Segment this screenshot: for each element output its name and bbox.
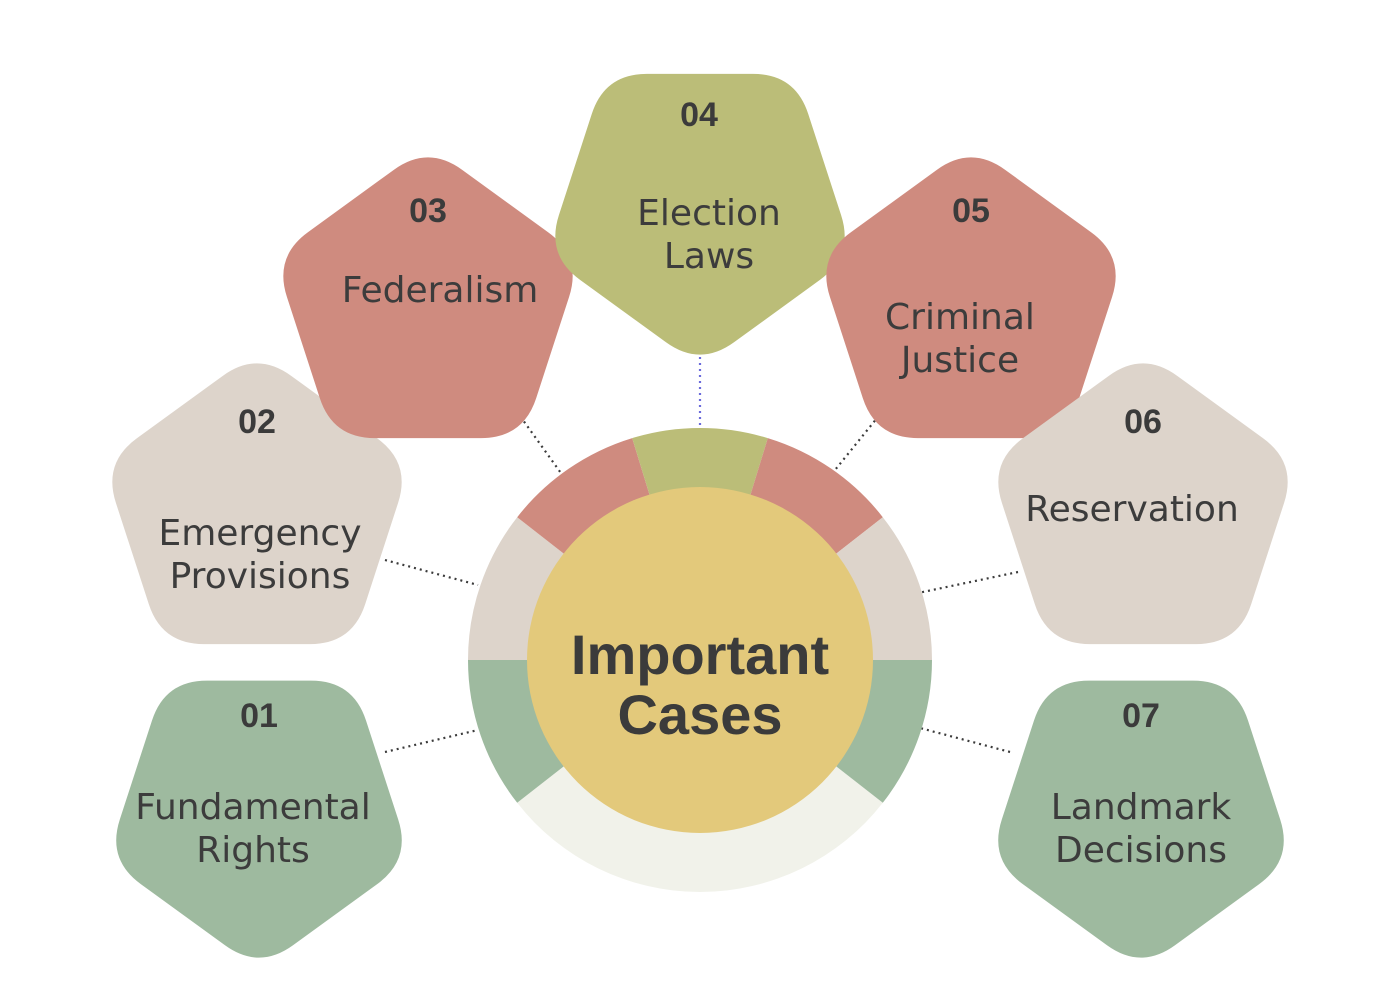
- center-circle: [527, 487, 873, 833]
- topic-label-02-line2: Provisions: [170, 556, 351, 597]
- pentagon-04: [555, 73, 845, 355]
- connector-05: [834, 401, 891, 471]
- ring-segment-02: [468, 517, 568, 660]
- topic-label-07-line2: Decisions: [1055, 830, 1227, 871]
- connector-06: [917, 570, 1019, 595]
- topic-label-05-line2: Justice: [899, 340, 1019, 381]
- topic-node-07: 07 Landmark Decisions: [998, 680, 1284, 958]
- pentagon-02: [112, 363, 402, 645]
- pentagon-01: [116, 680, 402, 958]
- ring-segment-04: [632, 427, 768, 500]
- topic-label-04-line2: Laws: [664, 236, 754, 277]
- topic-number-06: 06: [1124, 403, 1162, 441]
- topic-node-02: 02 Emergency Provisions: [112, 363, 402, 645]
- ring-segment-05: [749, 438, 883, 557]
- pentagon-07: [998, 680, 1284, 958]
- topic-label-02-line1: Emergency: [158, 513, 361, 554]
- topic-node-05: 05 Criminal Justice: [826, 157, 1116, 439]
- pentagon-03: [283, 157, 573, 439]
- topic-number-03: 03: [409, 192, 447, 230]
- topic-label-05-line1: Criminal: [885, 297, 1035, 338]
- connector-01: [384, 728, 479, 754]
- topic-node-04: 04 Election Laws: [555, 73, 845, 355]
- topic-node-01: 01 Fundamental Rights: [116, 680, 402, 958]
- topic-label-06-line1: Reservation: [1025, 489, 1239, 530]
- center-title-line1: Important: [571, 623, 829, 686]
- topic-label-01-line1: Fundamental: [135, 787, 371, 828]
- ring-segment-06: [832, 517, 932, 660]
- topic-label-01-line2: Rights: [196, 830, 310, 871]
- topic-label-04-line1: Election: [637, 193, 781, 234]
- center-title-line2: Cases: [617, 683, 782, 746]
- ring-segment-03: [517, 438, 651, 557]
- pentagon-05: [826, 157, 1116, 439]
- center-ring: [468, 427, 932, 892]
- topic-number-07: 07: [1122, 697, 1160, 735]
- connector-07: [919, 726, 1011, 754]
- topic-number-04: 04: [680, 96, 718, 134]
- topic-number-02: 02: [238, 403, 276, 441]
- topic-node-06: 06 Reservation: [998, 363, 1288, 645]
- connector-02: [384, 558, 479, 587]
- ring-segment-01: [468, 660, 568, 803]
- ring-segment-bottom: [517, 763, 883, 892]
- topic-number-05: 05: [952, 192, 990, 230]
- pentagon-06: [998, 363, 1288, 645]
- ring-segment-07: [832, 660, 932, 803]
- connectors: [384, 345, 1019, 754]
- topic-label-07-line1: Landmark: [1051, 787, 1232, 828]
- topic-label-03-line1: Federalism: [342, 270, 539, 311]
- topic-number-01: 01: [240, 697, 278, 735]
- topic-node-03: 03 Federalism: [283, 157, 573, 439]
